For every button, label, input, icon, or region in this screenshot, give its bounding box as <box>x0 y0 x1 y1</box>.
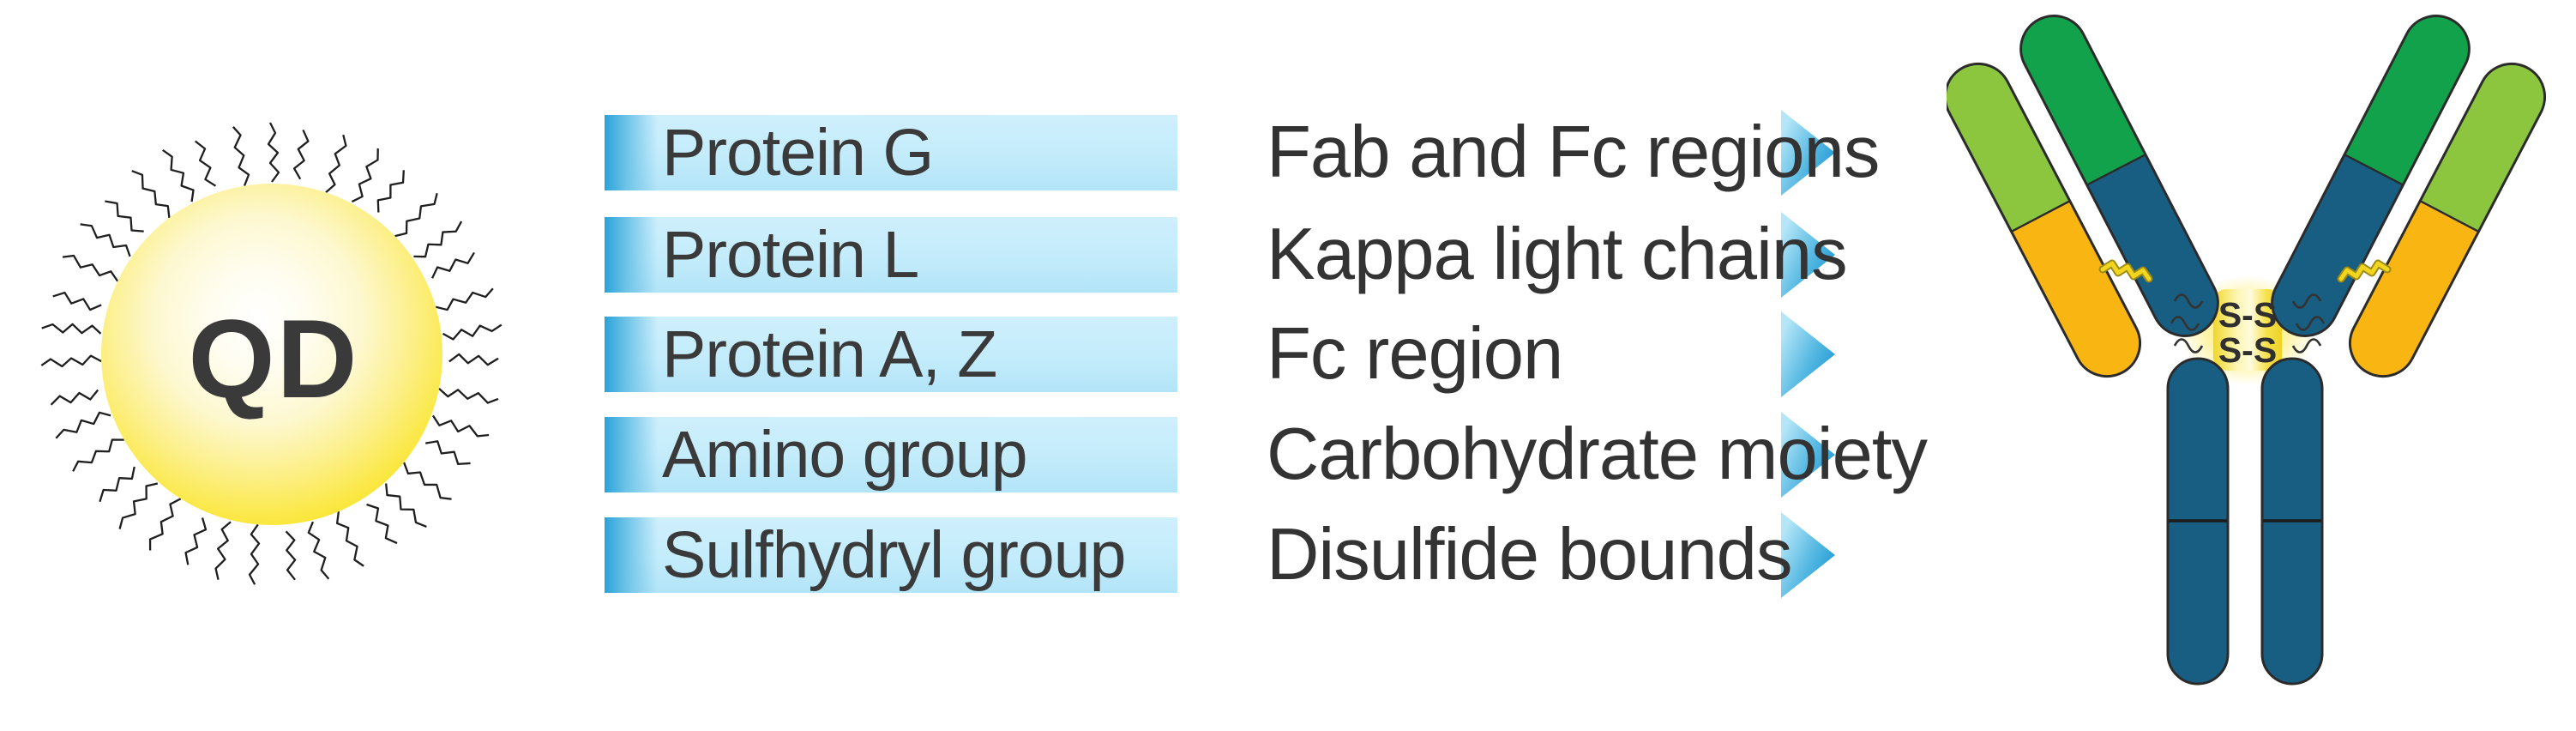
qd-sphere <box>101 184 442 525</box>
legend-row: Protein G Fab and Fc regions <box>0 110 2576 196</box>
target-label: Fab and Fc regions <box>1267 112 1880 193</box>
probe-arrow: Protein A, Z <box>605 311 1835 397</box>
probe-label: Protein L <box>662 217 919 292</box>
target-label: Fc region <box>1267 313 1563 395</box>
arrow-head-icon <box>1781 311 1835 397</box>
target-label: Kappa light chains <box>1267 214 1848 295</box>
probe-arrow: Protein L <box>605 212 1835 298</box>
legend-row: Amino group Carbohydrate moiety <box>0 412 2576 498</box>
qd-label: QD <box>188 296 359 421</box>
interchain-disulfide-icon <box>2098 259 2153 283</box>
target-label: Carbohydrate moiety <box>1267 414 1928 495</box>
legend-row: Sulfhydryl group Disulfide bounds <box>0 512 2576 598</box>
heavy-chain-legs <box>2166 357 2324 686</box>
disulfide-bond-label: S-S <box>2218 330 2277 370</box>
disulfide-bond-label: S-S <box>2218 295 2277 335</box>
antibody-arms-left <box>1947 15 2219 378</box>
legend-row: Protein L Kappa light chains <box>0 212 2576 298</box>
legend-row: Protein A, Z Fc region <box>0 311 2576 397</box>
probe-label: Protein G <box>662 115 934 190</box>
probe-label: Sulfhydryl group <box>662 517 1126 592</box>
probe-arrow: Amino group <box>605 412 1835 498</box>
hinge-squiggles-icon <box>2170 293 2326 353</box>
probe-arrow: Sulfhydryl group <box>605 512 1835 598</box>
probe-label: Protein A, Z <box>662 317 997 391</box>
quantum-dot: QD <box>0 0 600 731</box>
light-chain <box>1947 62 2142 378</box>
antibody-diagram: S-S S-S <box>1947 0 2576 686</box>
target-label: Disulfide bounds <box>1267 514 1792 595</box>
heavy-chain-arm <box>2019 15 2219 337</box>
probe-arrow: Protein G <box>605 110 1835 196</box>
probe-label: Amino group <box>662 417 1028 492</box>
